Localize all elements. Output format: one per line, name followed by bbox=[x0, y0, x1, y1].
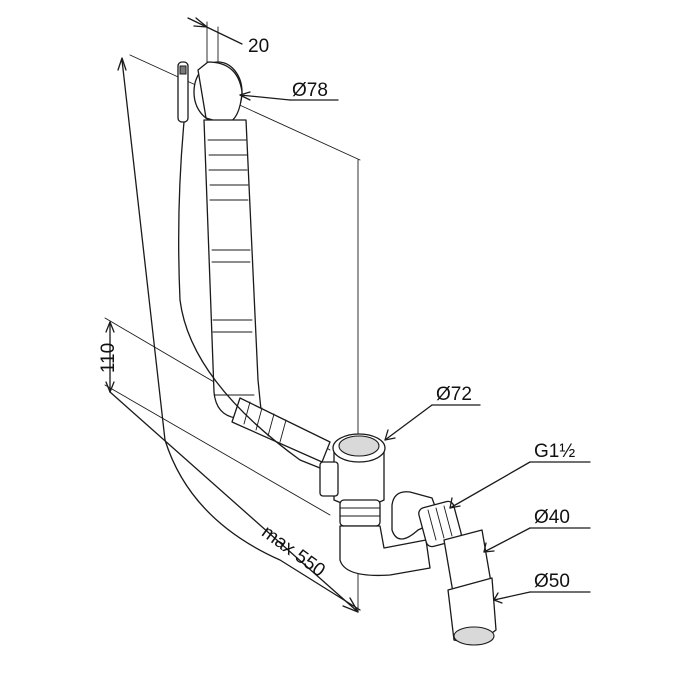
label-overflow-diameter: Ø78 bbox=[292, 80, 328, 101]
siphon bbox=[339, 491, 497, 646]
bathtub-contour bbox=[121, 59, 361, 611]
label-length-max: max 550 bbox=[258, 522, 329, 582]
label-outlet-50: Ø50 bbox=[534, 571, 570, 592]
overflow-pipe bbox=[203, 119, 331, 463]
control-cable bbox=[178, 121, 326, 471]
length-dimension bbox=[109, 57, 359, 613]
overflow-head bbox=[177, 61, 243, 125]
tub-wall-line bbox=[129, 54, 361, 161]
label-height-110: 110 bbox=[98, 343, 119, 373]
leader-lines bbox=[239, 91, 591, 604]
width-dimension bbox=[187, 17, 243, 67]
label-width-20: 20 bbox=[248, 36, 269, 57]
label-waste-diameter: Ø72 bbox=[436, 384, 472, 405]
waste-valve bbox=[319, 433, 386, 527]
label-thread: G1½ bbox=[534, 441, 575, 462]
label-outlet-40: Ø40 bbox=[534, 507, 570, 528]
